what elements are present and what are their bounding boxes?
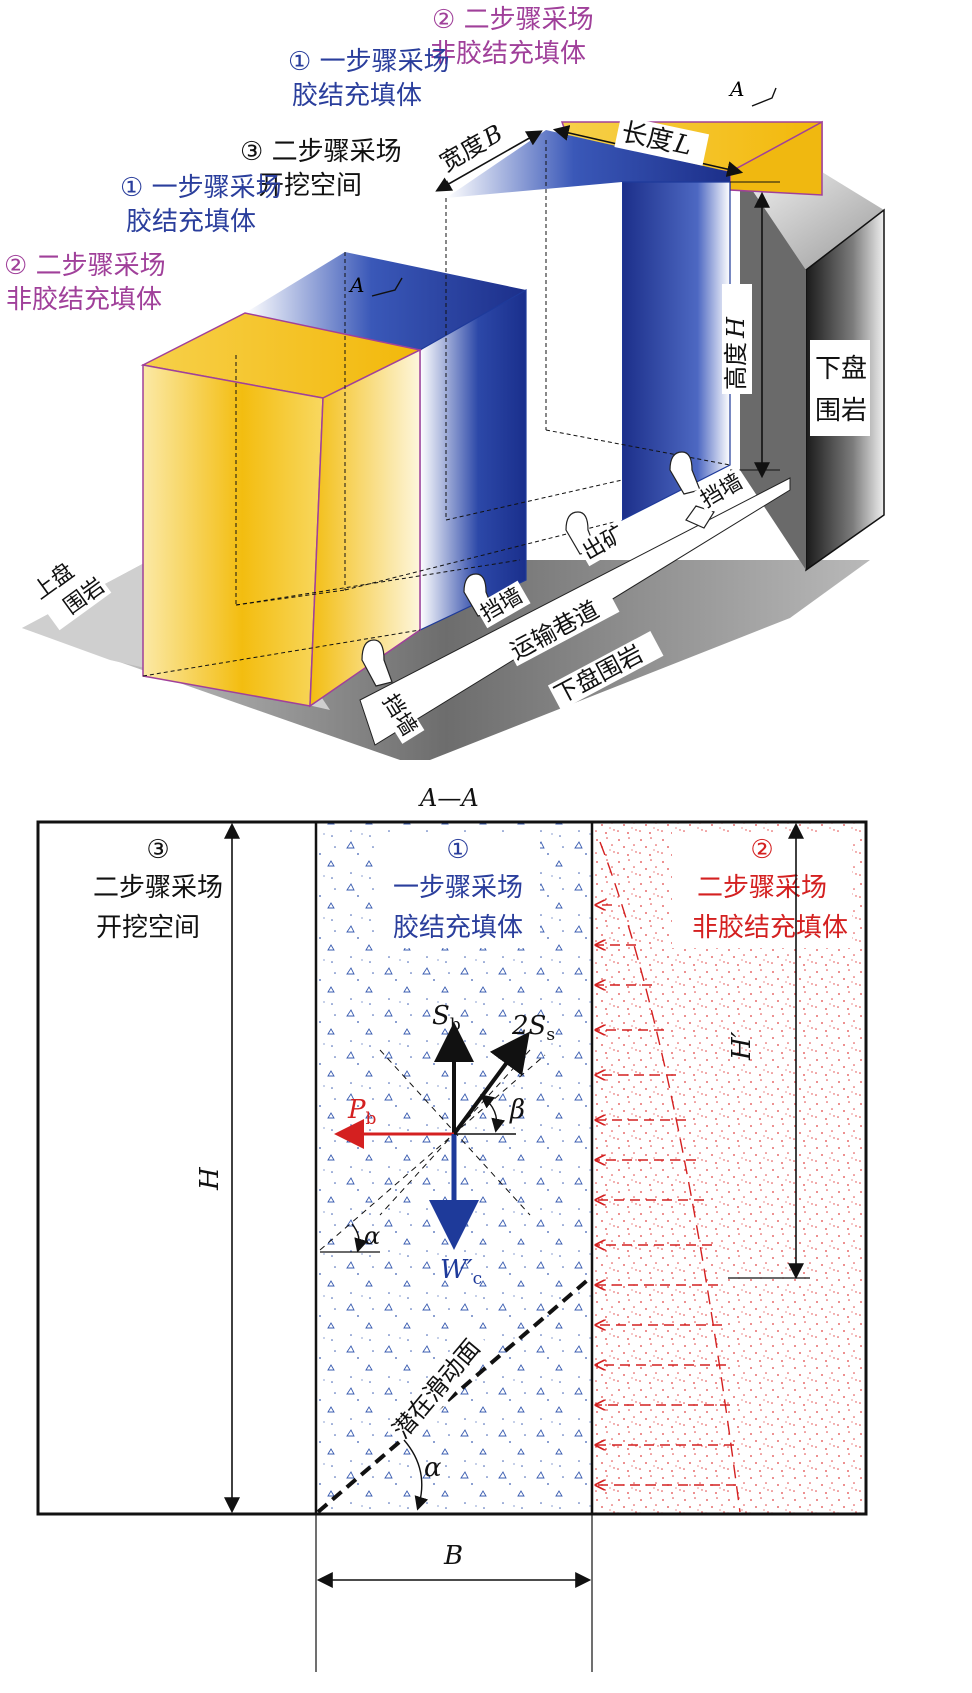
zone3-line2: 开挖空间 <box>96 913 200 943</box>
pressure-arrows <box>596 905 736 1485</box>
label-step1-left-2: 胶结充填体 <box>126 207 256 237</box>
height-label: 高度 H <box>722 284 752 394</box>
footwall-label-1: 下盘 <box>815 354 867 384</box>
label-step1-right-2: 胶结充填体 <box>292 81 422 111</box>
width-dim-line <box>435 130 543 192</box>
h-label: H <box>195 1166 225 1191</box>
label-step2-left-1: ② 二步骤采场 <box>4 251 166 281</box>
zone1-line1: 一步骤采场 <box>393 873 523 903</box>
svg-text:H: H <box>195 1166 225 1191</box>
zone2-line1: 二步骤采场 <box>697 873 827 903</box>
footwall-block-top <box>740 172 884 270</box>
label-step2-exc-2: 开挖空间 <box>258 171 362 201</box>
slip-surface-line <box>316 1276 592 1514</box>
cross-section: A—A ③ 二步骤采场 开挖空间 ① 一步骤采场 胶结充填体 ② 二步骤采场 非… <box>36 784 868 1672</box>
alpha-label-bottom: α <box>424 1453 442 1483</box>
zone3-num: ③ <box>146 835 169 865</box>
svg-text:高度: 高度 <box>722 342 750 390</box>
label-step1-left-1: ① 一步骤采场 <box>120 173 282 203</box>
svg-text:H′: H′ <box>727 1031 757 1061</box>
zone2-num: ② <box>750 835 773 865</box>
force-pb-label: Pb <box>347 1095 377 1129</box>
section-marker-a2: A <box>348 273 364 297</box>
zone1-num: ① <box>446 835 469 865</box>
label-step2-left-2: 非胶结充填体 <box>6 285 162 315</box>
force-diagram: Sb 2Ss Pb W′c β <box>319 1001 555 1289</box>
force-ss-label: 2Ss <box>511 1011 555 1045</box>
isometric-view: A A ② 二步骤采场 非胶结充填体 ① 一步骤采场 胶结充填体 ③ 二步骤采场… <box>4 5 885 760</box>
label-step2-right-1: ② 二步骤采场 <box>432 5 594 35</box>
section-marker-top <box>371 87 777 297</box>
beta-arc <box>479 1094 506 1133</box>
alpha-arc-small <box>351 1223 368 1253</box>
section-marker-a1: A <box>728 77 744 101</box>
force-sb-label: Sb <box>432 1001 461 1035</box>
alpha-arc-bottom <box>403 1439 429 1511</box>
label-step2-right-2: 非胶结充填体 <box>430 39 586 69</box>
footwall-label-bg <box>810 340 870 436</box>
zone3-line1: 二步骤采场 <box>93 873 223 903</box>
section-frame <box>36 820 868 1516</box>
force-wc-label: W′c <box>440 1255 482 1289</box>
zone2-line2: 非胶结充填体 <box>692 913 848 943</box>
beta-label: β <box>509 1095 525 1125</box>
pressure-distribution <box>599 841 741 1513</box>
zone-labels: ③ 二步骤采场 开挖空间 ① 一步骤采场 胶结充填体 ② 二步骤采场 非胶结充填… <box>70 832 852 948</box>
label-step1-right-1: ① 一步骤采场 <box>288 47 450 77</box>
alpha-label-small: α <box>364 1222 380 1250</box>
section-title: A—A <box>418 784 479 812</box>
top-labels: ② 二步骤采场 非胶结充填体 ① 一步骤采场 胶结充填体 ③ 二步骤采场 开挖空… <box>4 5 594 315</box>
blue-front-top <box>245 252 526 350</box>
footwall-label-2: 围岩 <box>815 396 867 426</box>
yellow-front-face <box>142 364 324 707</box>
svg-text:H: H <box>722 316 750 339</box>
b-label: B <box>443 1541 463 1571</box>
label-step2-exc-1: ③ 二步骤采场 <box>240 137 402 167</box>
hprime-label: H′ <box>727 1031 757 1061</box>
force-ss-arrow <box>452 1031 530 1136</box>
zone1-line2: 胶结充填体 <box>393 913 523 943</box>
